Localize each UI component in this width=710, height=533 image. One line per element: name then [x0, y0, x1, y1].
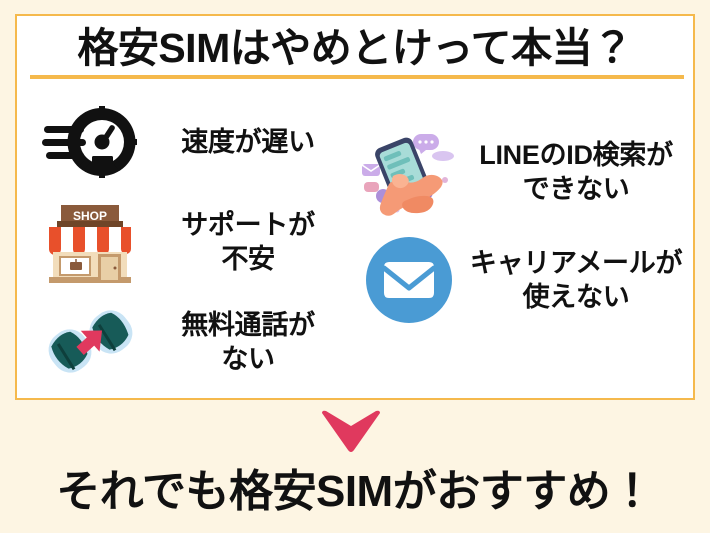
- reason-label-carrier-mail: キャリアメールが 使えない: [463, 246, 693, 314]
- speedometer-icon: [31, 94, 149, 190]
- shop-storefront-icon: SHOP: [31, 194, 149, 290]
- reason-item-freecall: 無料通話が ない: [31, 292, 353, 392]
- reason-label-freecall-line1: 無料通話が: [181, 309, 315, 340]
- chevron-down-icon: [320, 410, 382, 452]
- reason-label-speed: 速度が遅い: [181, 126, 315, 157]
- reasons-columns: 速度が遅い SHOP: [17, 88, 693, 398]
- left-reason-column: 速度が遅い SHOP: [17, 88, 353, 398]
- reason-label-line-id: LINEのID検索が できない: [463, 138, 693, 206]
- reason-label-support-line1: サポートが: [181, 209, 315, 240]
- page-title: 格安SIMはやめとけって本当？: [77, 25, 633, 71]
- reason-label-support-line2: 不安: [221, 244, 275, 274]
- reason-item-speed: 速度が遅い: [31, 92, 353, 192]
- reason-label-freecall: 無料通話が ない: [149, 308, 353, 376]
- footer-container: それでも格安SIMがおすすめ！: [0, 455, 710, 519]
- content-card: 格安SIMはやめとけって本当？: [15, 14, 695, 400]
- reason-label-carrier-mail-line2: 使えない: [522, 282, 630, 312]
- reason-item-support: SHOP: [31, 192, 353, 292]
- headline-underline: [30, 75, 684, 79]
- reason-item-carrier-mail: キャリアメールが 使えない: [355, 226, 693, 334]
- hand-holding-smartphone-icon: [355, 122, 463, 222]
- reason-label-freecall-line2: ない: [221, 344, 275, 374]
- reason-label-line-id-line2: できない: [522, 174, 630, 204]
- mail-envelope-circle-icon: [355, 230, 463, 330]
- reason-label-support: サポートが 不安: [149, 208, 353, 276]
- right-reason-column: LINEのID検索が できない キャリアメールが: [353, 88, 693, 398]
- reason-item-line-id: LINEのID検索が できない: [355, 118, 693, 226]
- two-phones-arrow-icon: [31, 294, 149, 390]
- shop-sign-text: SHOP: [73, 209, 107, 223]
- headline-container: 格安SIMはやめとけって本当？: [17, 25, 693, 72]
- footer-recommendation-text: それでも格安SIMがおすすめ！: [56, 467, 654, 516]
- reason-label-line-id-line1: LINEのID検索が: [479, 139, 673, 170]
- reason-label-carrier-mail-line1: キャリアメールが: [469, 247, 683, 278]
